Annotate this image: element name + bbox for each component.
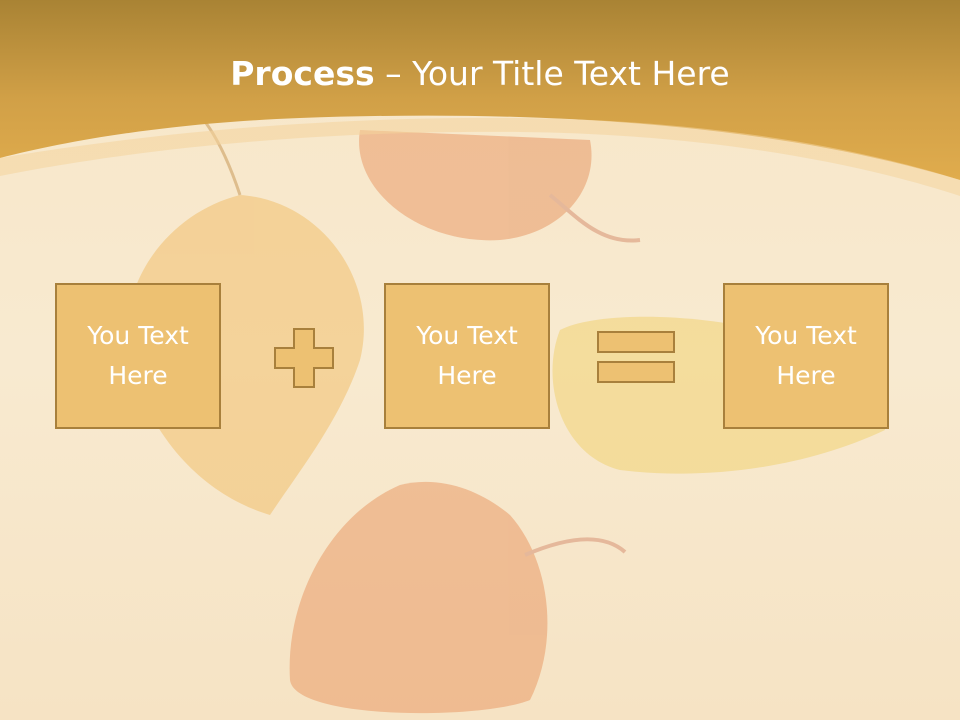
title-rest: – Your Title Text Here: [374, 54, 730, 93]
process-box-1[interactable]: You Text Here: [55, 283, 221, 429]
leaf-decoration-top: [359, 130, 641, 243]
process-box-3[interactable]: You Text Here: [723, 283, 889, 429]
title-bold: Process: [230, 54, 375, 93]
process-box-2-text: You Text Here: [416, 321, 518, 390]
leaf-decoration-bottom: [289, 481, 627, 714]
process-box-1-text: You Text Here: [87, 321, 189, 390]
slide-title: Process – Your Title Text Here: [0, 52, 960, 96]
plus-icon: [274, 328, 334, 388]
process-box-3-text: You Text Here: [755, 321, 857, 390]
equals-icon: [597, 331, 675, 383]
header-band: [0, 0, 960, 180]
process-box-2[interactable]: You Text Here: [384, 283, 550, 429]
